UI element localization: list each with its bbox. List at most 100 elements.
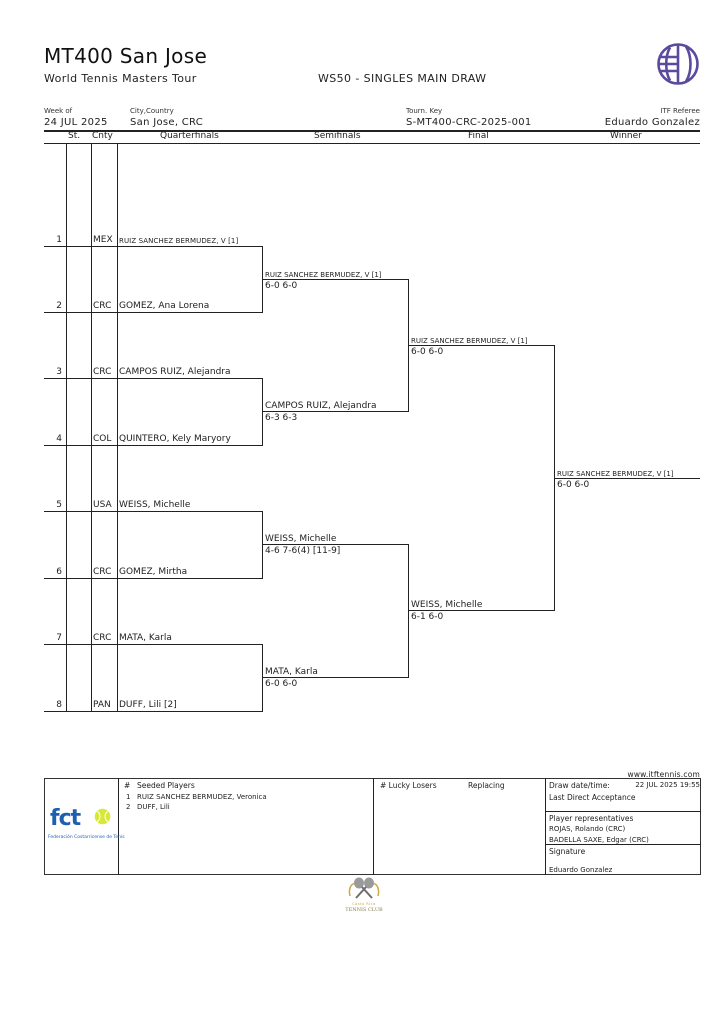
qf-connector-3 (262, 511, 263, 579)
qf-line-1 (44, 246, 263, 247)
draw-date-value: 22 JUL 2025 19:55 (635, 781, 700, 789)
qf-player-5[interactable]: WEISS, Michelle (119, 500, 191, 510)
final-score-1: 6-0 6-0 (411, 347, 444, 357)
replacing-header: Replacing (468, 781, 505, 790)
qf-player-4[interactable]: QUINTERO, Kely Maryory (119, 434, 231, 444)
sf-player-4[interactable]: MATA, Karla (265, 667, 318, 677)
col-final: Final (468, 131, 489, 141)
itf-website-link[interactable]: www.itftennis.com (627, 770, 700, 779)
sf-player-2[interactable]: CAMPOS RUIZ, Alejandra (265, 401, 377, 411)
qf-player-6[interactable]: GOMEZ, Mirtha (119, 567, 188, 577)
qf-seed-8: 8 (56, 700, 62, 710)
col-quarterfinals: Quarterfinals (160, 131, 219, 141)
crossed-rackets-icon (348, 877, 380, 899)
footer-divider-2 (373, 778, 374, 875)
sf-score-1: 6-0 6-0 (265, 281, 298, 291)
qf-line-7 (44, 644, 263, 645)
sf-connector-2 (408, 544, 409, 678)
tourn-key-value: S-MT400-CRC-2025-001 (406, 117, 532, 128)
player-rep-2: BADELLA SAXE, Edgar (CRC) (549, 836, 649, 844)
qf-line-6 (44, 578, 263, 579)
winner-line (554, 478, 700, 479)
qf-connector-2 (262, 378, 263, 446)
fct-logo: fct Federación Costarricense de Tenis (48, 806, 125, 844)
final-line-2 (408, 610, 555, 611)
qf-line-5 (44, 511, 263, 512)
col-semifinals: Semifinals (314, 131, 361, 141)
final-score-2: 6-1 6-0 (411, 612, 444, 622)
week-of-label: Week of (44, 107, 73, 115)
winner-score: 6-0 6-0 (557, 480, 590, 490)
city-label: City,Country (130, 107, 174, 115)
seeded-player-1: RUIZ SANCHEZ BERMUDEZ, Veronica (137, 793, 267, 801)
referee-label: ITF Referee (660, 107, 700, 115)
col-cnty: Cnty (92, 131, 113, 141)
sf-line-4 (262, 677, 409, 678)
seeded-player-2: DUFF, Lili (137, 803, 170, 811)
cnty-column-line (91, 143, 92, 712)
footer-panel (44, 778, 701, 875)
tourn-key-label: Tourn. Key (406, 107, 443, 115)
lucky-losers-header: # Lucky Losers (380, 781, 437, 790)
qf-country-7: CRC (93, 633, 112, 643)
sf-line-3 (262, 544, 409, 545)
event-name: WS50 - SINGLES MAIN DRAW (318, 72, 487, 85)
footer-divider-4 (545, 811, 701, 812)
col-winner: Winner (610, 131, 642, 141)
qf-line-4 (44, 445, 263, 446)
footer-divider-3 (545, 778, 546, 875)
qf-line-2 (44, 312, 263, 313)
col-st: St. (68, 131, 81, 141)
signature-name: Eduardo Gonzalez (549, 866, 613, 874)
footer-divider-5 (545, 844, 701, 845)
st-column-line (66, 143, 67, 712)
final-player-1[interactable]: RUIZ SANCHEZ BERMUDEZ, V [1] (411, 337, 528, 345)
footer-divider-1 (118, 778, 119, 875)
qf-seed-6: 6 (56, 567, 62, 577)
qf-player-1[interactable]: RUIZ SANCHEZ BERMUDEZ, V [1] (119, 237, 239, 245)
qf-country-2: CRC (93, 301, 112, 311)
fct-logo-text: fct (50, 806, 81, 831)
qf-player-8[interactable]: DUFF, Lili [2] (119, 700, 177, 710)
sf-player-1[interactable]: RUIZ SANCHEZ BERMUDEZ, V [1] (265, 271, 382, 279)
tennis-ball-icon (94, 808, 111, 825)
qf-connector-4 (262, 644, 263, 712)
qf-seed-4: 4 (56, 434, 62, 444)
qf-seed-1: 1 (56, 235, 62, 245)
tour-name: World Tennis Masters Tour (44, 72, 197, 85)
sf-line-2 (262, 411, 409, 412)
qf-player-7[interactable]: MATA, Karla (119, 633, 172, 643)
qf-seed-5: 5 (56, 500, 62, 510)
sf-score-4: 6-0 6-0 (265, 679, 298, 689)
qf-seed-7: 7 (56, 633, 62, 643)
qf-line-3 (44, 378, 263, 379)
tennis-club-logo: Costa Rica TENNIS CLUB (336, 876, 392, 920)
seeded-num-2: 2 (126, 803, 131, 811)
qf-seed-3: 3 (56, 367, 62, 377)
qf-player-3[interactable]: CAMPOS RUIZ, Alejandra (119, 367, 231, 377)
player-reps-label: Player representatives (549, 814, 634, 823)
referee-value: Eduardo Gonzalez (604, 117, 700, 128)
seeded-num-1: 1 (126, 793, 131, 801)
player-rep-1: ROJAS, Rolando (CRC) (549, 825, 626, 833)
seeded-header: Seeded Players (137, 781, 195, 790)
name-column-line (117, 143, 118, 712)
final-line-1 (408, 345, 555, 346)
sf-score-3: 4-6 7-6(4) [11-9] (265, 546, 341, 556)
qf-player-2[interactable]: GOMEZ, Ana Lorena (119, 301, 210, 311)
winner-player[interactable]: RUIZ SANCHEZ BERMUDEZ, V [1] (557, 470, 674, 478)
qf-country-6: CRC (93, 567, 112, 577)
itf-globe-logo-icon (657, 43, 699, 85)
sf-line-1 (262, 279, 409, 280)
week-of-value: 24 JUL 2025 (44, 117, 108, 128)
final-player-2[interactable]: WEISS, Michelle (411, 600, 483, 610)
fct-federation-name: Federación Costarricense de Tenis (48, 835, 125, 840)
qf-country-8: PAN (93, 700, 111, 710)
city-value: San Jose, CRC (130, 117, 204, 128)
qf-country-5: USA (93, 500, 112, 510)
signature-label: Signature (549, 847, 586, 856)
qf-line-8 (44, 711, 263, 712)
sf-player-3[interactable]: WEISS, Michelle (265, 534, 337, 544)
qf-country-3: CRC (93, 367, 112, 377)
column-header-rule (44, 143, 700, 144)
